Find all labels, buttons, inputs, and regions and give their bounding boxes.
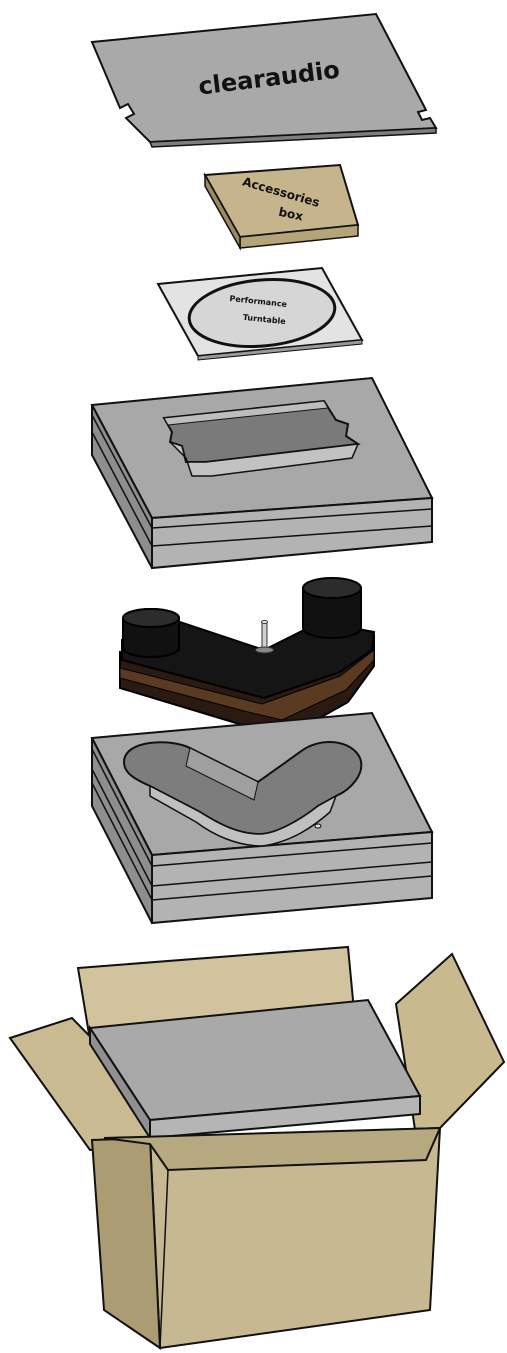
lower-foam-insert [92,713,432,923]
shipping-carton [10,947,504,1348]
platter-sheet: Performance Turntable [158,268,362,360]
accessories-box: Accessories box [205,165,358,248]
upper-foam-insert [92,378,432,568]
lid-plate: clearaudio [92,14,436,147]
